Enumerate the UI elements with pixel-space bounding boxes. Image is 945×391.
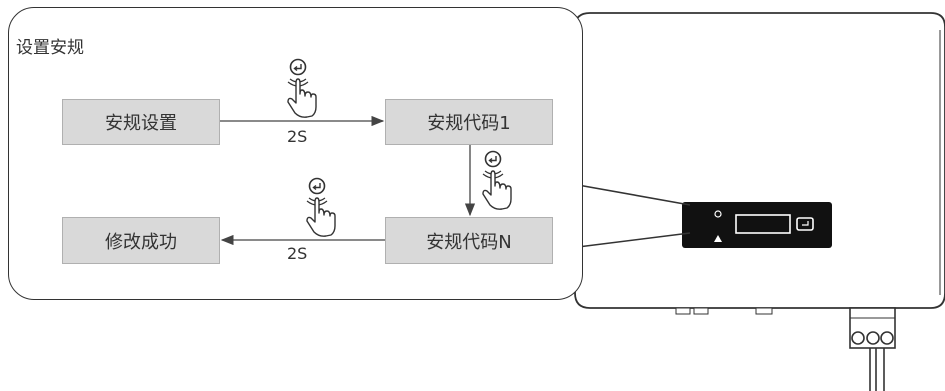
hold-time-label: 2S [287, 244, 308, 263]
panel-title: 设置安规 [16, 38, 84, 58]
warning-icon [714, 235, 722, 242]
step-safety-setting: 安规设置 [62, 99, 220, 145]
step-code-n: 安规代码N [385, 217, 553, 264]
step-success: 修改成功 [62, 217, 220, 264]
enter-key-icon [796, 217, 814, 231]
hand-press-icon [306, 177, 336, 237]
step-code-1: 安规代码1 [385, 99, 553, 145]
power-icon [714, 210, 722, 218]
hold-time-label: 2S [287, 127, 308, 146]
hand-press-icon [287, 58, 317, 118]
hand-press-icon [482, 150, 512, 210]
inverter-device [574, 12, 945, 391]
